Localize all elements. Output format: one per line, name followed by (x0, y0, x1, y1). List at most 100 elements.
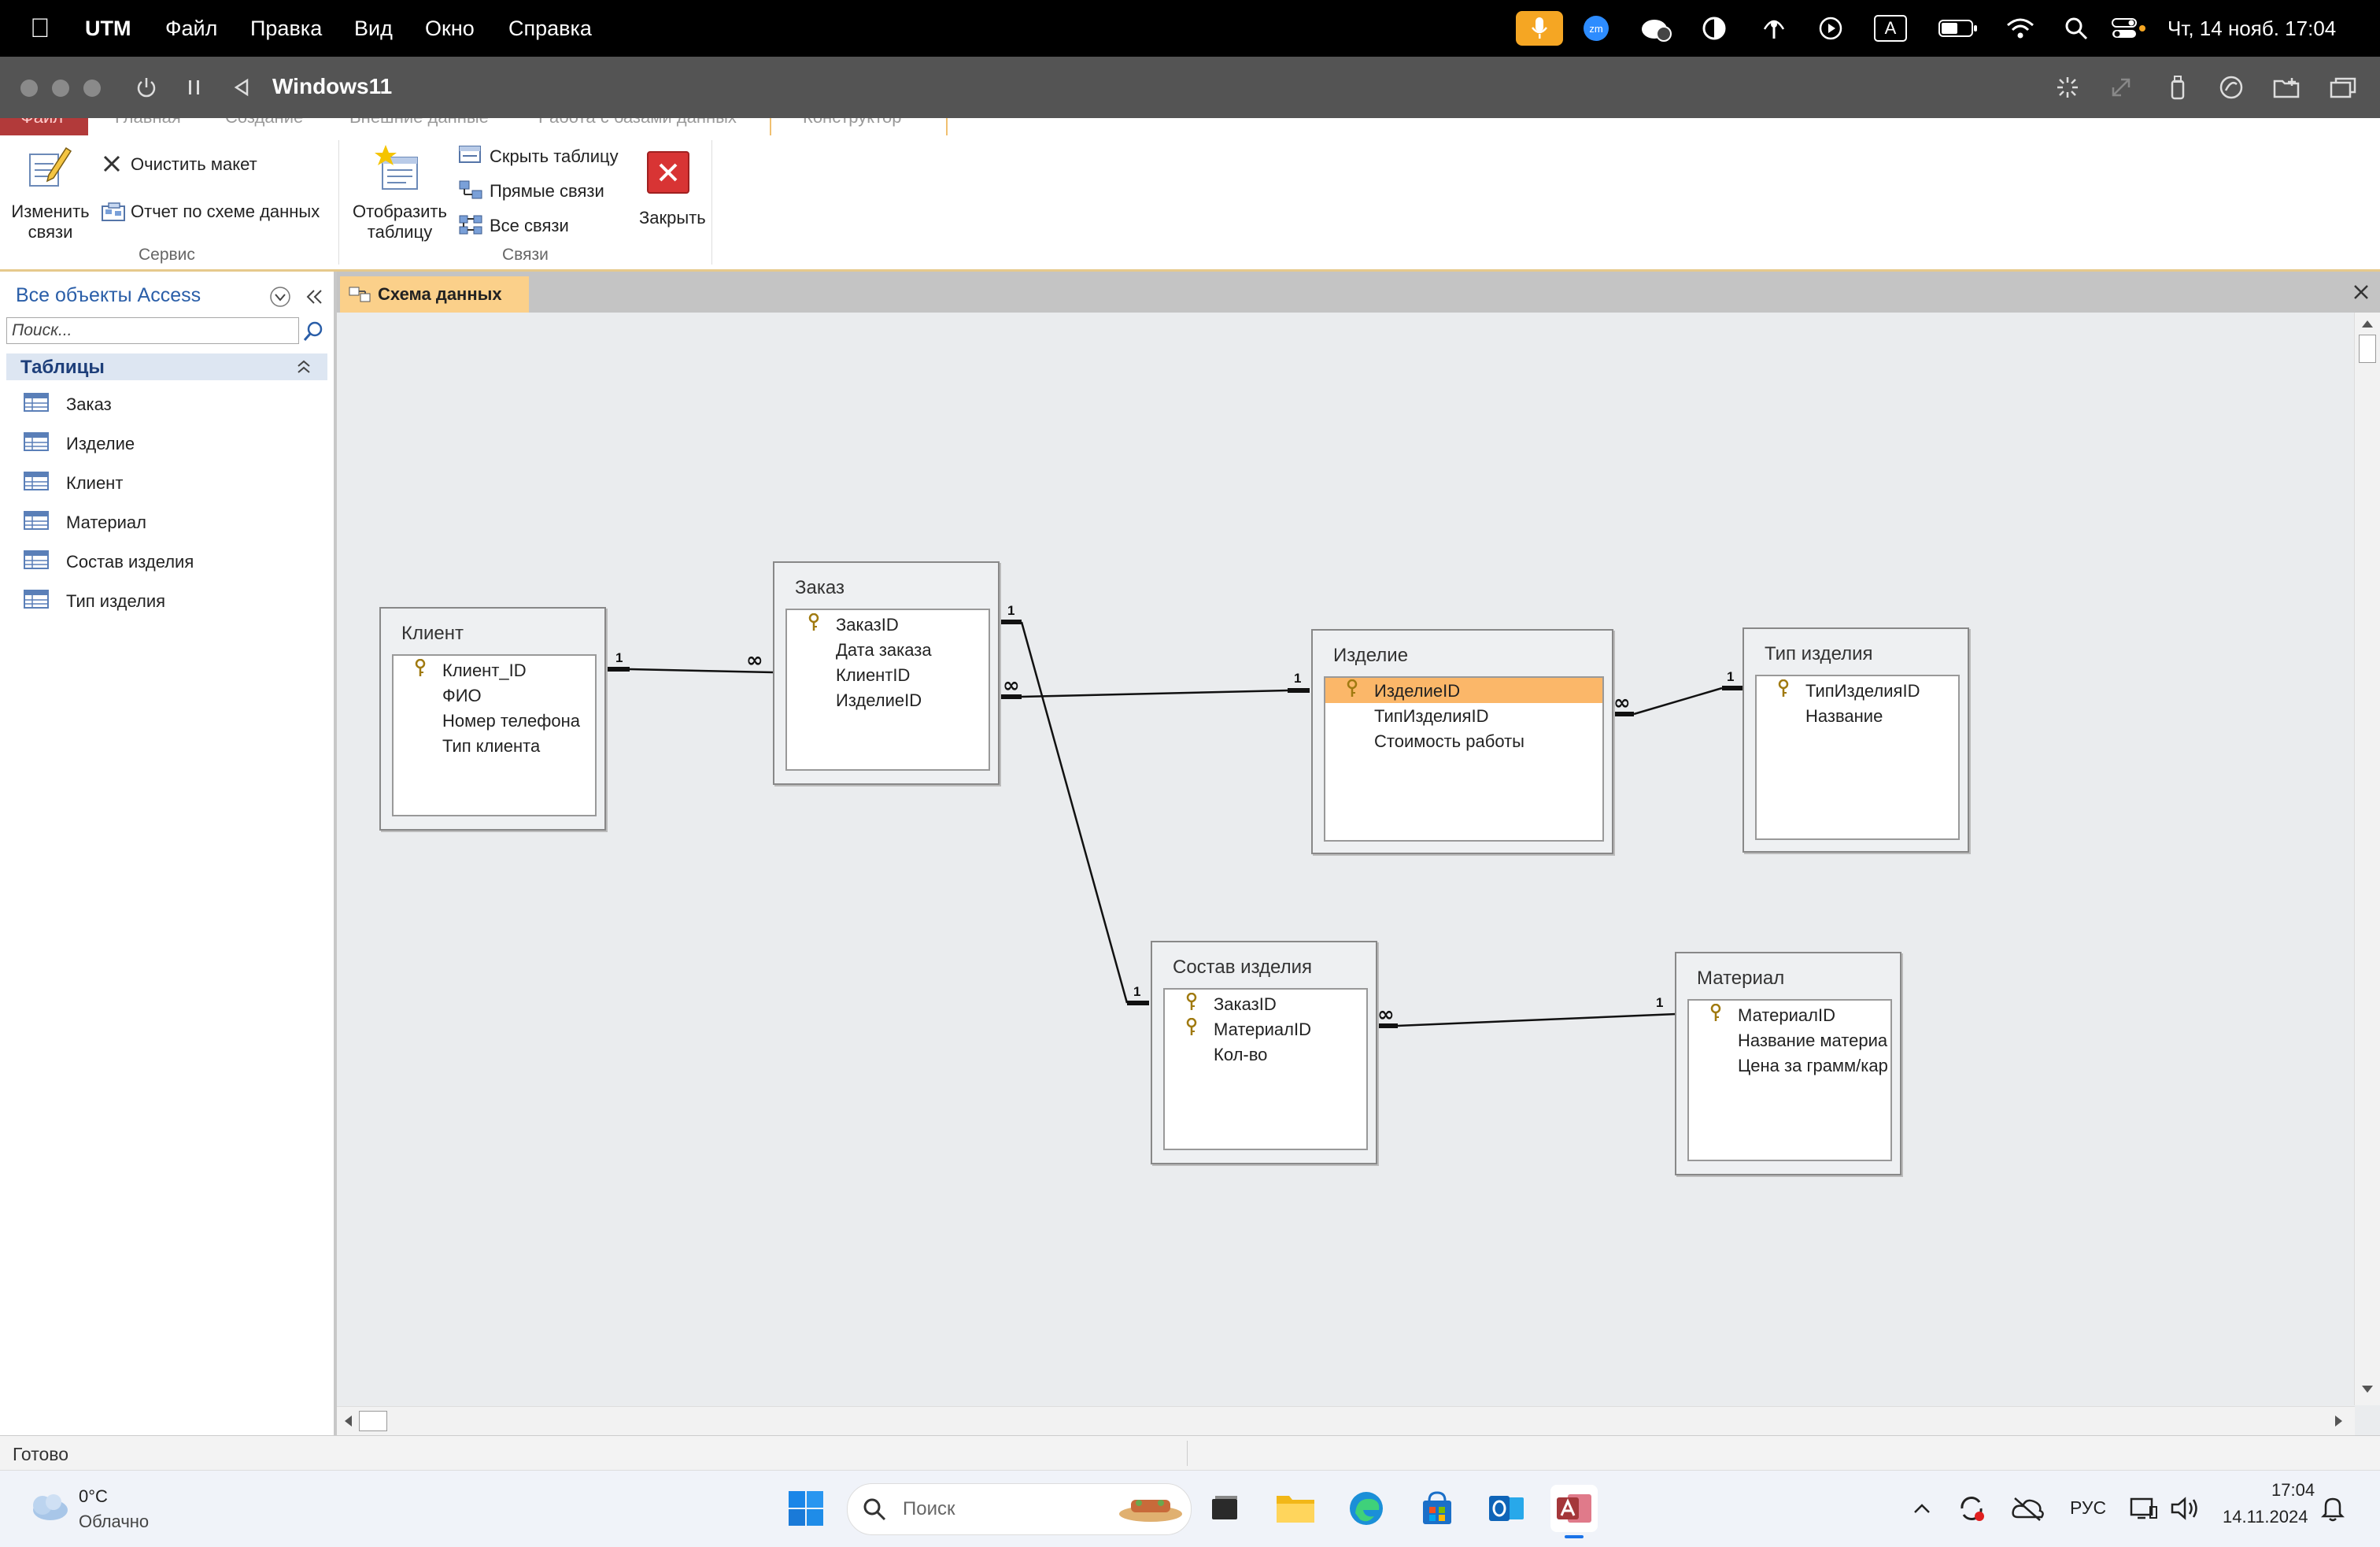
field-row[interactable]: ЗаказID (787, 612, 989, 637)
power-icon[interactable] (132, 69, 161, 105)
close-document-icon[interactable] (2352, 283, 2371, 302)
field-row[interactable]: ЗаказID (1165, 991, 1366, 1016)
spotlight-search-icon[interactable] (2060, 11, 2092, 46)
field-row[interactable]: МатериалID (1165, 1016, 1366, 1042)
taskbar-clock-time[interactable]: 17:04 (2271, 1480, 2315, 1500)
zoom-window-button[interactable] (83, 80, 101, 97)
battery-icon[interactable] (1936, 11, 1980, 46)
menu-window[interactable]: Окно (425, 17, 475, 40)
taskbar-search-box[interactable]: Поиск (847, 1483, 1192, 1535)
relation-product-type[interactable] (1633, 687, 1723, 716)
wifi-icon[interactable] (2004, 11, 2037, 46)
tab-relationships[interactable]: Схема данных (340, 276, 529, 313)
vertical-scrollbar[interactable] (2354, 313, 2380, 1405)
edge-browser-button[interactable] (1343, 1485, 1390, 1532)
sync-tray-button[interactable] (1952, 1485, 1991, 1532)
field-row[interactable]: ФИО (394, 683, 595, 708)
field-row[interactable]: КлиентID (787, 662, 989, 687)
table-box-material[interactable]: Материал МатериалID Название материа Цен… (1675, 952, 1901, 1175)
field-row[interactable]: Название материа (1689, 1027, 1890, 1053)
field-row[interactable]: Дата заказа (787, 637, 989, 662)
menu-edit[interactable]: Правка (250, 17, 323, 40)
search-icon[interactable] (302, 320, 324, 342)
field-row[interactable]: Кол-во (1165, 1042, 1366, 1067)
file-explorer-button[interactable] (1272, 1485, 1319, 1532)
relation-order-composition[interactable] (1020, 621, 1129, 1004)
menu-view[interactable]: Вид (354, 17, 393, 40)
usb-drive-icon[interactable] (2160, 69, 2196, 105)
field-row[interactable]: МатериалID (1689, 1002, 1890, 1027)
table-box-product-type[interactable]: Тип изделия ТипИзделияID Название (1743, 627, 1969, 853)
start-button[interactable] (782, 1485, 830, 1532)
menubar-clock[interactable]: Чт, 14 нояб. 17:04 (2168, 17, 2337, 40)
tab-external-data[interactable]: Внешние данные (349, 118, 489, 128)
scroll-left-icon[interactable] (342, 1413, 354, 1429)
shared-directory-icon[interactable] (2213, 69, 2249, 105)
pause-icon[interactable] (183, 69, 206, 105)
tab-file[interactable]: Файл (20, 118, 63, 128)
nav-table-item[interactable]: Клиент (24, 467, 323, 498)
field-row[interactable]: Стоимость работы (1325, 728, 1602, 753)
field-row[interactable]: ТипИзделияID (1757, 678, 1958, 703)
menu-help[interactable]: Справка (508, 17, 592, 40)
volume-tray-button[interactable] (2166, 1485, 2204, 1532)
notifications-button[interactable] (2314, 1485, 2352, 1532)
nav-pane-header[interactable]: Все объекты Access (6, 281, 327, 308)
access-app-button[interactable] (1550, 1485, 1598, 1538)
relation-order-product[interactable] (1021, 689, 1288, 698)
nav-table-item[interactable]: Состав изделия (24, 546, 323, 577)
back-icon[interactable] (230, 69, 253, 105)
close-window-button[interactable] (20, 80, 38, 97)
folder-icon[interactable] (2268, 69, 2304, 105)
windows-icon[interactable] (2325, 69, 2361, 105)
scroll-right-icon[interactable] (2333, 1413, 2345, 1429)
table-box-composition[interactable]: Состав изделия ЗаказID МатериалID Кол-во (1151, 941, 1377, 1164)
menu-file[interactable]: Файл (165, 17, 218, 40)
direct-relationships-button[interactable]: Прямые связи (458, 176, 639, 205)
nav-table-item[interactable]: Заказ (24, 388, 323, 420)
collapse-pane-icon[interactable] (304, 287, 324, 306)
field-row[interactable]: Номер телефона (394, 708, 595, 733)
table-box-order[interactable]: Заказ ЗаказID Дата заказа КлиентID Издел… (773, 561, 1000, 785)
nav-table-item[interactable]: Изделие (24, 427, 323, 459)
nav-menu-dropdown-icon[interactable] (269, 286, 291, 308)
show-table-button[interactable]: Отобразить таблицу (346, 140, 453, 242)
store-button[interactable] (1414, 1485, 1461, 1532)
chevron-up-icon[interactable] (294, 358, 313, 376)
field-row[interactable]: ТипИзделияID (1325, 703, 1602, 728)
creative-cloud-icon[interactable] (1639, 11, 1673, 46)
taskbar-clock-date[interactable]: 14.11.2024 (2223, 1507, 2308, 1527)
scroll-down-icon[interactable] (2360, 1383, 2375, 1396)
app-menu-utm[interactable]: UTM (85, 17, 131, 40)
edit-relationships-button[interactable]: Изменить связи (6, 140, 94, 242)
outlook-button[interactable] (1483, 1485, 1530, 1532)
apple-icon[interactable]:  (30, 0, 50, 57)
field-row[interactable]: ИзделиеID (787, 687, 989, 712)
field-row[interactable]: Цена за грамм/кар (1689, 1053, 1890, 1078)
task-view-button[interactable] (1201, 1485, 1248, 1532)
nav-table-item[interactable]: Материал (24, 506, 323, 538)
relationship-report-button[interactable]: Отчет по схеме данных (99, 198, 335, 225)
play-circle-icon[interactable] (1815, 11, 1846, 46)
nav-section-tables[interactable]: Таблицы (6, 353, 327, 380)
field-row[interactable]: Клиент_ID (394, 657, 595, 683)
table-box-product[interactable]: Изделие ИзделиеID ТипИзделияID Стоимость… (1311, 629, 1613, 854)
all-relationships-button[interactable]: Все связи (458, 211, 639, 239)
clear-layout-button[interactable]: Очистить макет (99, 151, 288, 178)
relation-composition-material[interactable] (1397, 1012, 1677, 1027)
vertical-scroll-thumb[interactable] (2359, 335, 2376, 363)
tab-home[interactable]: Главная (115, 118, 181, 128)
microphone-icon[interactable] (1516, 11, 1563, 46)
show-hidden-icons-button[interactable] (1905, 1485, 1939, 1532)
scroll-up-icon[interactable] (2360, 317, 2375, 330)
horizontal-scrollbar[interactable] (337, 1406, 2355, 1435)
contrast-icon[interactable] (1698, 11, 1730, 46)
control-center-icon[interactable] (2109, 11, 2149, 46)
field-row-selected[interactable]: ИзделиеID (1325, 678, 1602, 703)
resize-icon[interactable] (2103, 69, 2139, 105)
close-relationships-button[interactable]: Закрыть (639, 146, 706, 241)
relation-client-order[interactable] (629, 668, 774, 674)
minimize-window-button[interactable] (52, 80, 69, 97)
input-source-indicator[interactable]: A (1873, 11, 1908, 46)
language-indicator[interactable]: РУС (2070, 1497, 2107, 1518)
